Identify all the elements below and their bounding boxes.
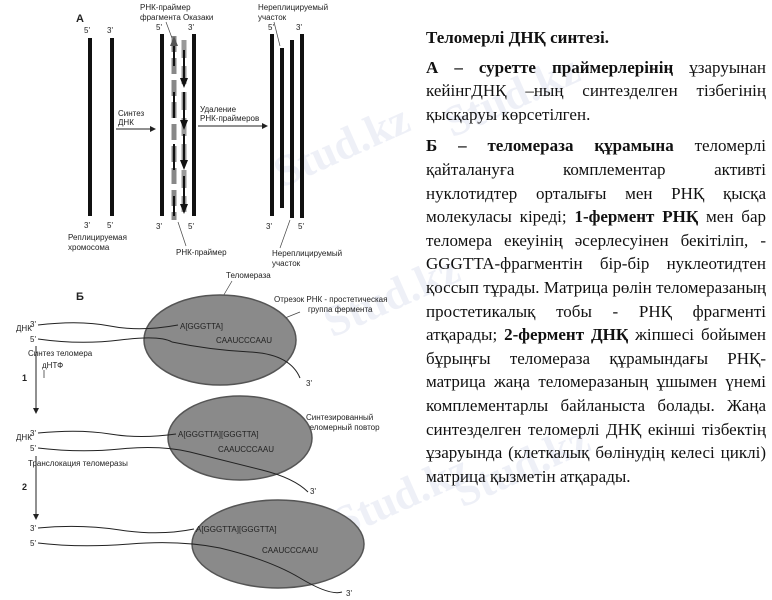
dna-label: ДНК [16,433,32,442]
label-5prime: 5' [156,23,162,32]
paragraph-b-emphasis: 2-фермент ДНҚ [504,325,629,345]
dntp-label: дНТФ [42,361,63,370]
dna-strand [37,430,177,437]
label-5prime: 5' [188,222,194,231]
step-2-label: 2 [22,482,27,492]
paragraph-a-body: ұзаруынан кейінгДНҚ –ның синтезделген ті… [426,57,766,124]
okazaki-header-label: фрагмента Оказаки [140,13,213,22]
label-5prime: 5' [298,222,304,231]
label-5prime: 5' [30,539,36,548]
dna-label: ДНК [16,324,32,333]
paragraph-a-lead: А – суретте праймерлерінің [426,57,674,77]
dna-strand [37,447,309,493]
dna-strand [37,525,195,534]
rna-template: CAAUCCCAAU [262,546,318,555]
rna-segment-label: Отрезок РНК - простетическая [274,295,387,304]
telomerase-enzyme [143,294,297,386]
telomere-synthesis-label: Синтез теломера [28,349,93,358]
description-text: Теломерлі ДНҚ синтезі. А – суретте прайм… [426,26,766,496]
shortened-strands [270,34,304,218]
okazaki-strands [160,34,196,220]
nonreplicated-header-label: участок [258,13,287,22]
new-repeat-label: теломерный повтор [306,423,380,432]
nonreplicated-header-label: Нереплицируемый [258,3,328,12]
synthesis-label: Синтез [118,109,145,118]
telomerase-enzyme [191,499,365,589]
paragraph-b-body: мен бар теломера екеуінің әсерлесуінен б… [426,207,766,345]
paragraph-b-body: жіпшесі бойымен бұрыңғы теломераза құрам… [426,325,767,486]
telomere-figure: А 5' 3' 3' 5' Реплицируемая хромосома Си… [16,3,387,598]
new-repeat-label: Синтезированный [306,413,373,422]
label-5prime: 5' [30,444,36,453]
paragraph-b: Б – теломераза құрамына теломерлі қайтал… [426,134,766,488]
paragraph-b-body: теломерлі қайталануға комплементар актив… [426,136,766,227]
rna-segment-label: группа фермента [308,305,373,314]
label-3prime: 3' [107,26,113,35]
label-5prime: 5' [268,23,274,32]
replicated-label: Реплицируемая [68,233,127,242]
telomerase-enzyme [167,395,313,481]
panel-b-label: Б [76,291,84,303]
nonreplicated-bottom-label: Нереплицируемый [272,249,342,258]
label-3prime: 3' [188,23,194,32]
primer-bottom-label: РНК-праймер [176,248,227,257]
panel-a-label: А [76,13,84,25]
telomerase-label: Теломераза [226,271,271,280]
replicated-label: хромосома [68,243,110,252]
replicated-chromosome [88,38,114,216]
step-1-label: 1 [22,373,27,383]
rna-template: CAAUCCCAAU [216,336,272,345]
telomere-sequence: A[GGGTTA] [180,322,223,331]
telomere-sequence: A[GGGTTA][GGGTTA] [196,525,277,534]
translocation-label: Транслокация теломеразы [28,459,128,468]
label-3prime: 3' [30,524,36,533]
primer-header-label: РНК-праймер [140,3,191,12]
label-5prime: 5' [84,26,90,35]
nonreplicated-bottom-label: участок [272,259,301,268]
label-3prime: 3' [296,23,302,32]
synthesis-label: ДНК [118,118,134,127]
paragraph-b-emphasis: 1-фермент РНҚ [574,207,699,227]
dna-strand [37,337,301,379]
paragraph-a: А – суретте праймерлерінің ұзаруынан кей… [426,56,766,127]
section-title: Теломерлі ДНҚ синтезі. [426,28,609,47]
label-5prime: 5' [30,335,36,344]
label-3prime: 3' [266,222,272,231]
label-3prime: 3' [306,379,312,388]
label-3prime: 3' [156,222,162,231]
label-3prime: 3' [346,589,352,598]
paragraph-b-lead: Б – теломераза құрамына [426,136,674,156]
label-5prime: 5' [107,221,113,230]
label-3prime: 3' [30,320,36,329]
telomere-sequence: A[GGGTTA][GGGTTA] [178,430,259,439]
removal-label: РНК-праймеров [200,114,259,123]
label-3prime: 3' [30,429,36,438]
label-3prime: 3' [310,487,316,496]
label-3prime: 3' [84,221,90,230]
dna-strand [37,322,179,330]
rna-template: CAAUCCCAAU [218,445,274,454]
dna-strand [37,542,343,594]
removal-label: Удаление [200,105,237,114]
